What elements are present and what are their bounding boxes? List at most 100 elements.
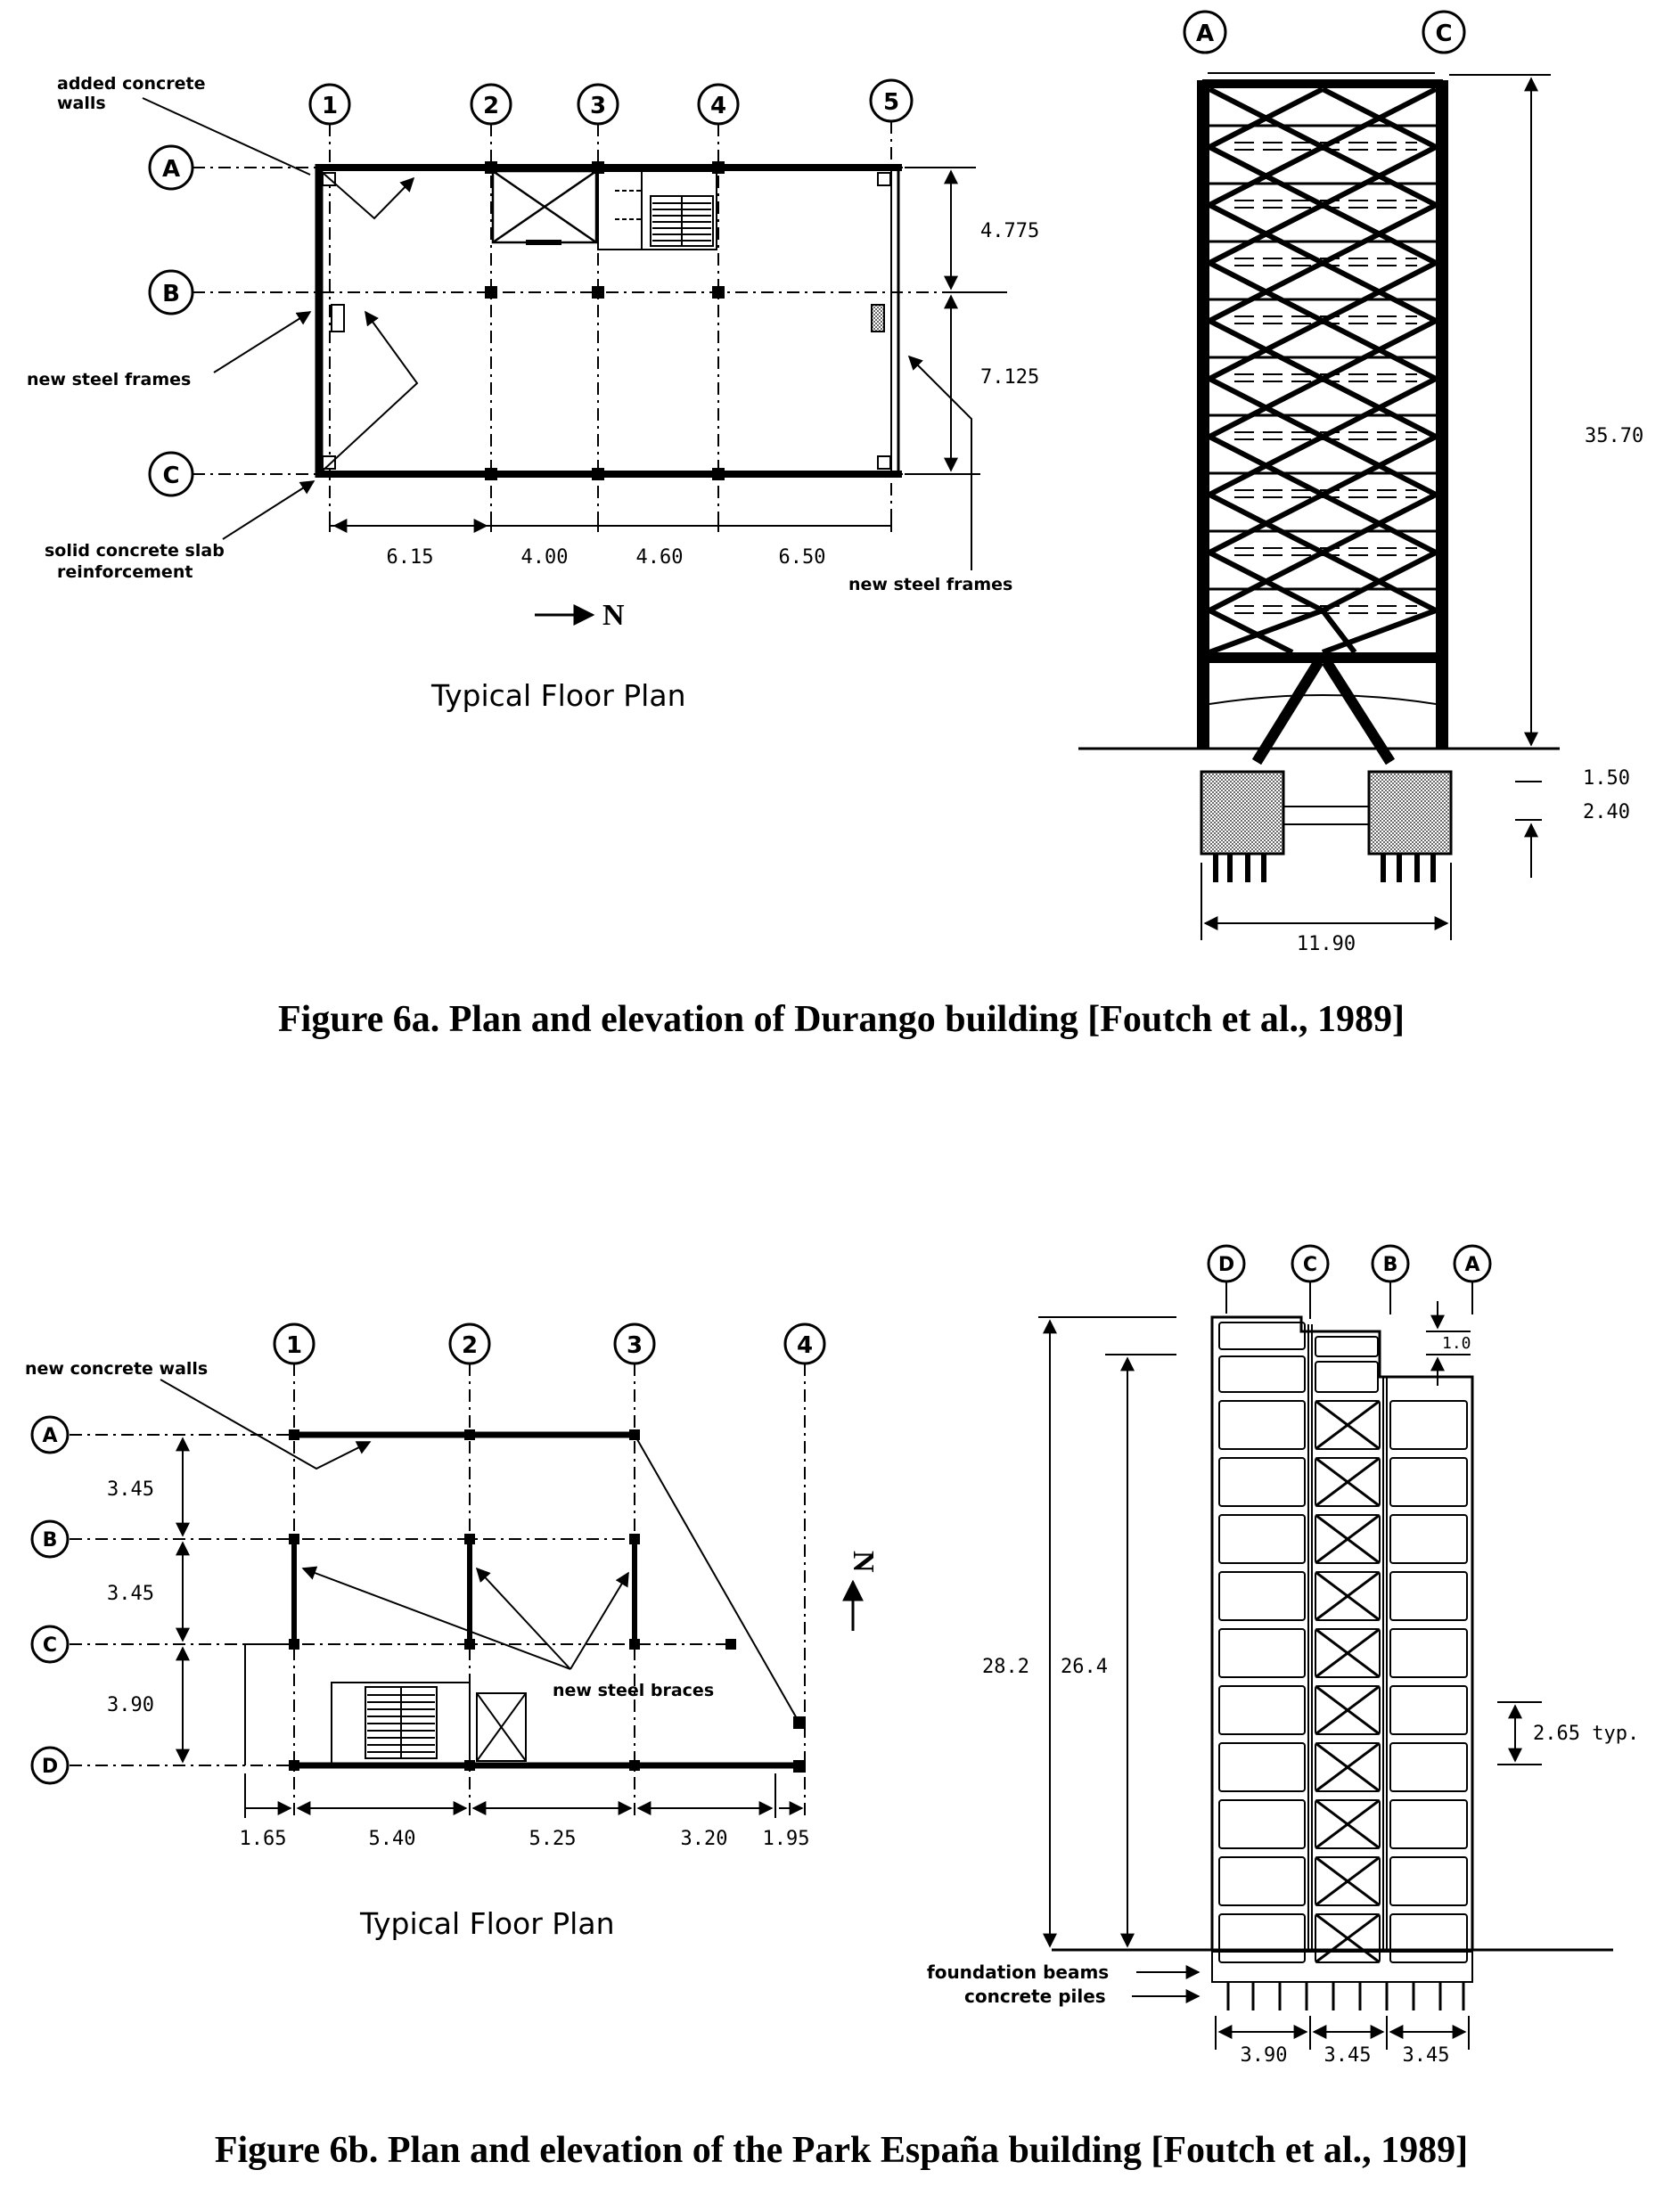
plan-a-outline (315, 164, 902, 478)
leader-steel-frames-right (907, 355, 972, 570)
elev-b-window (1389, 1628, 1468, 1678)
dim-row-bc: 7.125 (980, 366, 1039, 389)
plan-b-label-col-2: 2 (462, 1332, 478, 1359)
plan-b-title: Typical Floor Plan (359, 1906, 614, 1941)
plan-b-label-row-b: B (43, 1529, 58, 1552)
plan-a-bay-dimensions (329, 519, 892, 533)
elev-b-brace (1315, 1627, 1381, 1679)
elev-b-window (1315, 1336, 1379, 1357)
label-slab-2: reinforcement (57, 562, 193, 582)
grid-label-col-3: 3 (590, 93, 606, 119)
elev-b-window (1218, 1355, 1306, 1393)
elev-b-brace (1315, 1513, 1381, 1565)
plan-b-bubble-row-a (30, 1415, 70, 1454)
elev-b-window (1315, 1685, 1381, 1735)
label-slab-1: solid concrete slab (45, 541, 225, 561)
plan-a-elevator-core (491, 169, 598, 245)
elev-b-window (1315, 1799, 1381, 1849)
elev-b-brace (1315, 1456, 1381, 1508)
elev-b-window (1315, 1400, 1381, 1450)
elev-b-brace (1315, 1912, 1381, 1964)
elev-b-brace (1315, 1855, 1381, 1907)
plan-b-columns (289, 1429, 806, 1773)
elev-a-height: 35.70 (1585, 425, 1643, 447)
elev-b-foundation-beam (1211, 1951, 1473, 1983)
dim-bay-b-2: 5.25 (529, 1828, 577, 1850)
elev-a-label-c: C (1435, 20, 1452, 47)
elev-b-window (1315, 1913, 1381, 1963)
plan-b-label-row-d: D (42, 1756, 58, 1778)
elev-b-window (1389, 1514, 1468, 1564)
elev-a-ground-brace (1251, 658, 1396, 766)
elev-b-brace (1315, 1399, 1381, 1451)
label-new-steel-braces: new steel braces (553, 1681, 714, 1700)
elev-b-window (1218, 1742, 1306, 1792)
elev-a-bracing (1203, 86, 1443, 655)
elev-a-bubble-a (1183, 10, 1227, 54)
elev-a-foundations (1200, 770, 1453, 856)
dim-row-ab: 4.775 (980, 220, 1039, 242)
elev-b-window (1389, 1856, 1468, 1906)
elev-b-window (1315, 1571, 1381, 1621)
elev-a-label-a: A (1196, 20, 1214, 47)
figure-6a-plan: 1 2 3 4 5 A B C (27, 74, 1039, 713)
elev-b-story-dim: 2.65 typ. (1533, 1723, 1639, 1745)
grid-label-col-2: 2 (483, 93, 499, 119)
plan-b-core (331, 1682, 527, 1766)
elev-b-window (1389, 1457, 1468, 1507)
elev-b-window (1389, 1799, 1468, 1849)
plan-a-column-bubbles (308, 78, 914, 126)
elev-b-window (1389, 1685, 1468, 1735)
dim-bay-b-1: 5.40 (369, 1828, 416, 1850)
elev-a-found-dim-1: 1.50 (1583, 767, 1630, 790)
dim-bay-b-0: 1.65 (240, 1828, 287, 1850)
elev-b-window (1218, 1322, 1306, 1350)
figure-6b-elevation: D C B A foundatio (927, 1244, 1639, 2067)
elev-b-brace (1315, 1570, 1381, 1622)
plan-b-label-col-4: 4 (797, 1332, 813, 1359)
north-label-a: N (602, 599, 625, 632)
grid-label-row-c: C (162, 463, 179, 489)
elev-b-window (1389, 1400, 1468, 1450)
plan-b-label-col-1: 1 (286, 1332, 302, 1359)
elev-b-window (1218, 1571, 1306, 1621)
figure-6b-plan: 1 2 3 4 A B C D (25, 1323, 880, 1941)
elev-b-window (1315, 1742, 1381, 1792)
elev-b-window (1218, 1856, 1306, 1906)
north-label-b: N (847, 1551, 880, 1573)
plan-a-row-dimensions (905, 167, 1007, 475)
label-new-concrete-walls: new concrete walls (25, 1359, 208, 1379)
elev-b-window (1389, 1742, 1468, 1792)
elev-b-piles (1226, 1982, 1465, 2010)
leader-slab (222, 480, 316, 540)
elev-b-window (1218, 1913, 1306, 1963)
elev-a-piles (1213, 854, 1436, 882)
label-foundation-beams: foundation beams (927, 1961, 1109, 1983)
plan-b-bubble-row-d (30, 1746, 70, 1785)
elev-b-height-dims (1038, 1301, 1542, 1948)
elev-b-outline (1210, 1315, 1474, 1950)
plan-b-label-row-c: C (43, 1634, 57, 1657)
elev-b-bay-2: 3.45 (1324, 2044, 1372, 2067)
elev-b-bay-3: 3.45 (1403, 2044, 1450, 2067)
elev-b-windows (1218, 1322, 1468, 1964)
leader-steel-frames-left (213, 310, 419, 473)
grid-label-row-a: A (162, 156, 180, 183)
label-new-steel-frames-right: new steel frames (848, 575, 1012, 594)
elev-b-window (1218, 1457, 1306, 1507)
plan-b-bay-dimensions (244, 1773, 804, 1818)
elev-b-window (1218, 1514, 1306, 1564)
dim-bay-b-3: 3.20 (681, 1828, 728, 1850)
elev-b-top-dim: 1.0 (1442, 1334, 1471, 1353)
plan-a-column-gridlines (329, 121, 892, 526)
elev-b-window (1218, 1799, 1306, 1849)
dim-bay-b-4: 1.95 (763, 1828, 810, 1850)
elev-b-window (1389, 1913, 1468, 1963)
elev-b-window (1315, 1514, 1381, 1564)
elev-b-brace (1315, 1741, 1381, 1793)
dim-bay-1-2: 6.15 (387, 546, 434, 569)
caption-figure-6a: Figure 6a. Plan and elevation of Durango… (278, 999, 1405, 1040)
elev-a-columns (1197, 79, 1448, 749)
plan-a-title: Typical Floor Plan (430, 678, 685, 713)
